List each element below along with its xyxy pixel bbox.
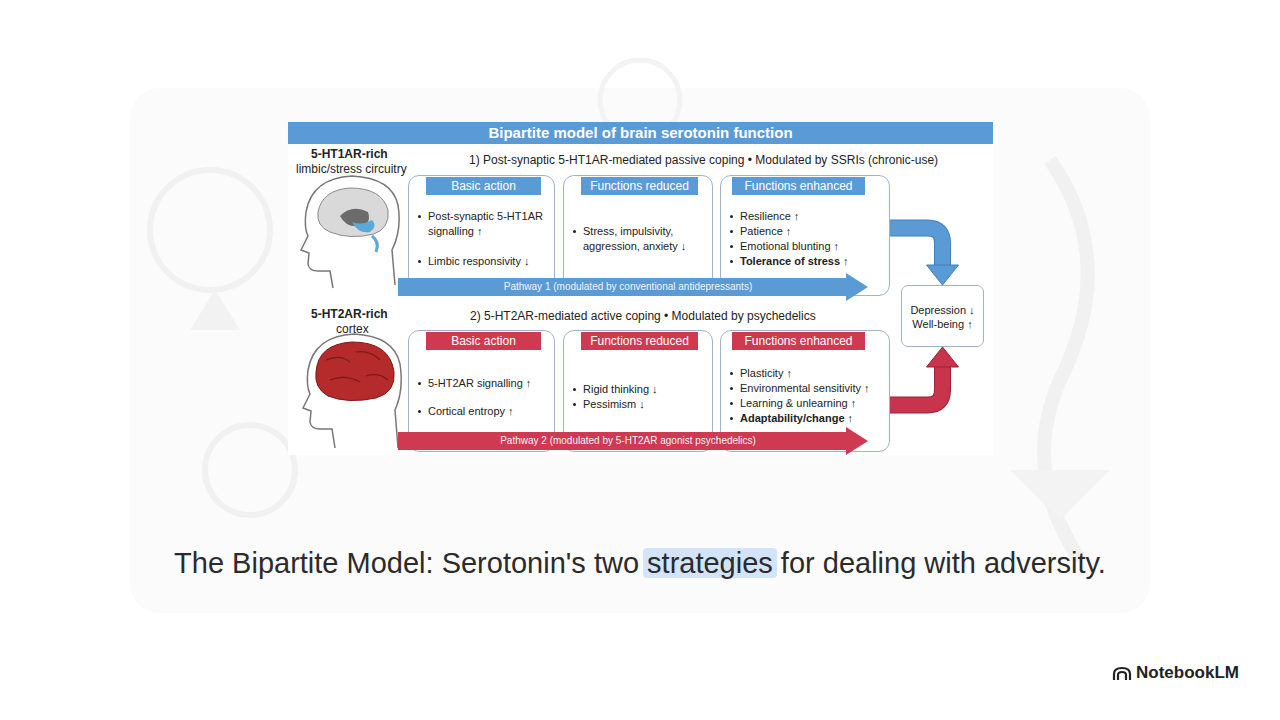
faint-panel — [130, 88, 1150, 613]
connector-outline — [890, 367, 943, 405]
pathway-label: Pathway 1 (modulated by conventional ant… — [398, 273, 858, 301]
arrow-body — [398, 427, 868, 455]
connector-outline — [890, 228, 943, 265]
notebooklm-logo — [1112, 665, 1132, 687]
bullet-item: Cortical entropy ↑ — [417, 404, 550, 419]
bullet-item: Rigid thinking ↓ — [572, 382, 708, 397]
bullet-item: Emotional blunting ↑ — [729, 239, 885, 254]
bullet-item: 5-HT2AR signalling ↑ — [417, 376, 550, 391]
connector-line — [890, 367, 943, 405]
title-banner: Bipartite model of brain serotonin funct… — [288, 122, 993, 144]
bullet-item: Plasticity ↑ — [729, 366, 885, 381]
column-header-tab: Functions enhanced — [732, 332, 865, 350]
logo-icon — [1112, 665, 1132, 683]
bullet-item: Tolerance of stress ↑ — [729, 254, 885, 269]
bullet-item: Stress, impulsivity, aggression, anxiety… — [572, 224, 708, 254]
bullet-item: Limbic responsivity ↓ — [417, 254, 550, 269]
column-box: Basic actionPost-synaptic 5-HT1AR signal… — [408, 175, 555, 296]
column-header-tab: Basic action — [426, 332, 541, 350]
outcome-text: Depression ↓ — [902, 303, 983, 317]
column-header-tab: Functions reduced — [581, 332, 698, 350]
faint-gear — [205, 425, 295, 515]
figure-background — [288, 122, 993, 455]
bullet-item: Learning & unlearning ↑ — [729, 396, 885, 411]
pathway-label: Pathway 2 (modulated by 5-HT2AR agonist … — [398, 427, 858, 455]
pathway-arrow: Pathway 2 (modulated by 5-HT2AR agonist … — [398, 427, 868, 455]
text-label: cortex — [336, 322, 369, 336]
faint-gear — [150, 170, 270, 290]
bullet-item: Patience ↑ — [729, 224, 885, 239]
column-header-tab: Basic action — [426, 177, 541, 195]
column-box: Functions reducedStress, impulsivity, ag… — [563, 175, 713, 296]
block-arrow-connector — [890, 347, 959, 405]
text-label: 1) Post-synaptic 5-HT1AR-mediated passiv… — [469, 153, 938, 167]
outcome-text: Well-being ↑ — [902, 317, 983, 331]
arrow-head — [927, 347, 959, 367]
faint-arrow — [190, 290, 240, 330]
bullet-item: Pessimism ↓ — [572, 397, 708, 412]
head-profile-cortex — [303, 334, 401, 448]
bullet-item: Environmental sensitivity ↑ — [729, 381, 885, 396]
text-label: 5-HT1AR-rich — [311, 147, 388, 161]
bullet-item: Post-synaptic 5-HT1AR signalling ↑ — [417, 209, 550, 239]
column-header-tab: Functions enhanced — [732, 177, 865, 195]
brand-name: NotebookLM — [1136, 663, 1239, 683]
text-label: 5-HT2AR-rich — [311, 307, 388, 321]
slide-caption: The Bipartite Model: Serotonin's two str… — [160, 545, 1120, 581]
block-arrow-connector — [890, 228, 959, 285]
head-profile-limbic — [301, 176, 399, 288]
bullet-item: Resilience ↑ — [729, 209, 885, 224]
connector-line — [890, 228, 943, 265]
outcome-box: Depression ↓Well-being ↑ — [901, 285, 984, 347]
column-header-tab: Functions reduced — [581, 177, 698, 195]
pathway-arrow: Pathway 1 (modulated by conventional ant… — [398, 273, 868, 301]
arrow-head — [927, 265, 959, 285]
faint-arrow — [1010, 470, 1110, 520]
arrow-body — [398, 273, 868, 301]
column-box: Functions enhancedResilience ↑Patience ↑… — [720, 175, 890, 296]
text-label: limbic/stress circuitry — [296, 162, 407, 176]
bullet-item: Adaptability/change ↑ — [729, 411, 885, 426]
text-label: 2) 5-HT2AR-mediated active coping • Modu… — [470, 309, 816, 323]
